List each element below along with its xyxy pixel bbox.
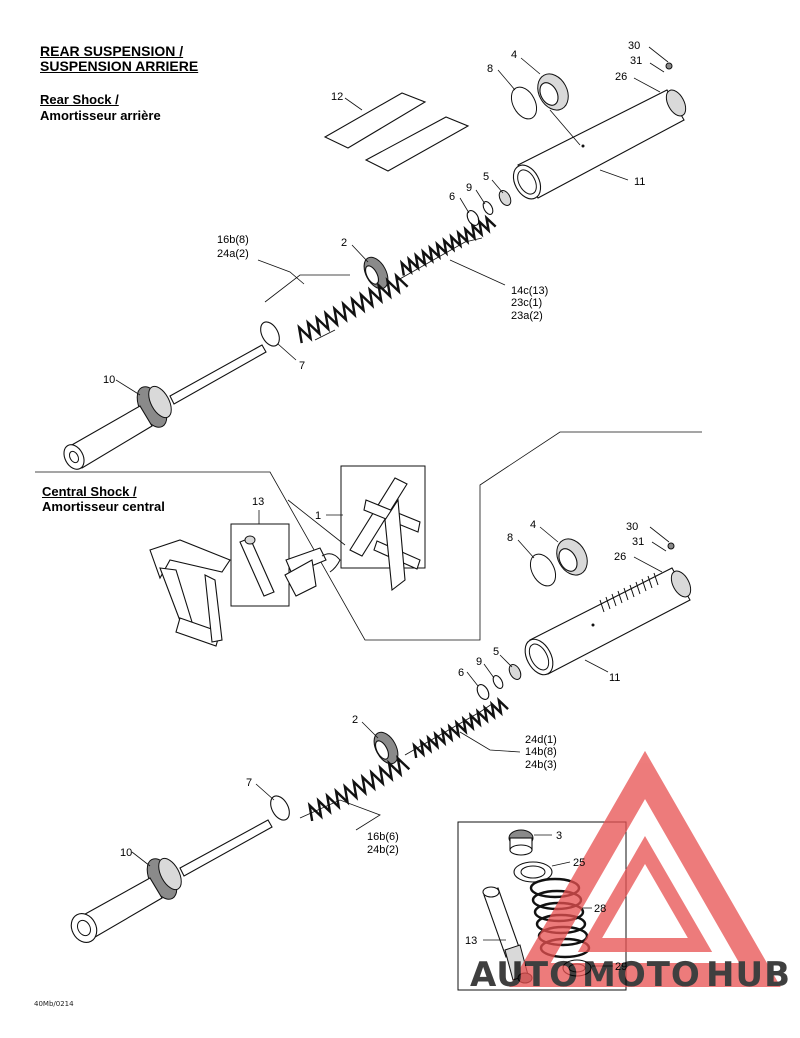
washers-5-9-6-central xyxy=(476,664,522,700)
central-shock-heading-fr: Amortisseur central xyxy=(42,499,165,514)
ring-25 xyxy=(513,861,553,883)
decal-12 xyxy=(323,92,470,172)
shock-body-11 xyxy=(512,89,687,200)
label-23c-1: 23c(1) xyxy=(511,297,542,309)
label-2-central: 2 xyxy=(352,714,358,726)
label-24b-2: 24b(2) xyxy=(367,844,399,856)
label-28: 28 xyxy=(594,903,606,915)
label-24b-3: 24b(3) xyxy=(525,759,557,771)
washer-7 xyxy=(260,321,280,347)
label-26-central: 26 xyxy=(614,551,626,563)
label-8: 8 xyxy=(487,63,493,75)
rear-shock-assembly xyxy=(63,46,687,470)
label-7-central: 7 xyxy=(246,777,252,789)
title-fr: SUSPENSION ARRIERE xyxy=(40,58,199,74)
label-25: 25 xyxy=(573,857,585,869)
rear-part-labels: 30 31 26 4 8 12 11 5 9 6 2 16b(8) 24a(2)… xyxy=(103,40,645,386)
label-5: 5 xyxy=(483,171,489,183)
watermark-text-hub: HUB xyxy=(706,955,791,995)
washer-7-central xyxy=(270,795,290,821)
title-en: REAR SUSPENSION / xyxy=(40,43,184,59)
label-14b-8: 14b(8) xyxy=(525,746,557,758)
label-12: 12 xyxy=(331,91,343,103)
central-part-labels: 1 13 30 31 26 4 8 11 5 9 6 2 24d(1) 14b(… xyxy=(120,496,644,859)
piston-2 xyxy=(363,256,389,290)
label-5-central: 5 xyxy=(493,646,499,658)
label-10: 10 xyxy=(103,374,115,386)
label-11: 11 xyxy=(634,176,645,188)
ring-4 xyxy=(537,73,569,111)
rear-leader-lines xyxy=(115,46,669,396)
o-ring-8 xyxy=(510,86,538,120)
label-10-central: 10 xyxy=(120,847,132,859)
central-shock-assembly xyxy=(70,465,692,943)
label-16b-6: 16b(6) xyxy=(367,831,399,843)
label-31: 31 xyxy=(630,55,642,67)
bolt-30 xyxy=(665,62,673,70)
label-11-central: 11 xyxy=(609,672,620,684)
spring-stack-16b-central xyxy=(307,755,411,822)
label-4-central: 4 xyxy=(530,519,536,531)
watermark-text-moto: MOTO xyxy=(582,955,701,995)
watermark-triangle-logo xyxy=(509,750,781,987)
label-30: 30 xyxy=(628,40,640,52)
label-14c-13: 14c(13) xyxy=(511,285,548,297)
spring-stack-14c xyxy=(399,214,497,276)
autohub-watermark: AUTO MOTO HUB xyxy=(470,750,791,995)
spring-stack-16b xyxy=(297,272,409,344)
label-3: 3 xyxy=(556,830,562,842)
label-24d-1: 24d(1) xyxy=(525,734,557,746)
label-1: 1 xyxy=(315,510,321,522)
ring-4-central xyxy=(556,538,588,576)
spring-stack-14b xyxy=(412,697,509,759)
piston-2-central xyxy=(373,731,399,765)
central-shock-heading: Central Shock / xyxy=(42,484,137,499)
central-leader-lines xyxy=(131,510,670,867)
label-26: 26 xyxy=(615,71,627,83)
shock-body-11-central xyxy=(524,567,692,676)
label-8-central: 8 xyxy=(507,532,513,544)
label-13: 13 xyxy=(252,496,264,508)
location-sketch xyxy=(149,465,426,647)
label-6: 6 xyxy=(449,191,455,203)
label-9-central: 9 xyxy=(476,656,482,668)
label-13-inset: 13 xyxy=(465,935,477,947)
shaft-10-central xyxy=(70,819,273,943)
label-30-central: 30 xyxy=(626,521,638,533)
bolt-30-central xyxy=(667,542,675,550)
label-9: 9 xyxy=(466,182,472,194)
shaft-10 xyxy=(63,344,267,470)
o-ring-8-central xyxy=(529,553,557,587)
label-31-central: 31 xyxy=(632,536,644,548)
section-divider-lines xyxy=(35,431,702,641)
drawing-code: 40Mb/0214 xyxy=(34,1000,74,1008)
label-7: 7 xyxy=(299,360,305,372)
watermark-text-auto: AUTO xyxy=(470,955,579,995)
label-24a-2: 24a(2) xyxy=(217,248,249,260)
rear-shock-heading: Rear Shock / xyxy=(40,92,119,107)
label-2: 2 xyxy=(341,237,347,249)
rear-shock-heading-fr: Amortisseur arrière xyxy=(40,108,161,123)
label-4: 4 xyxy=(511,49,517,61)
cap-3 xyxy=(508,829,534,856)
label-6-central: 6 xyxy=(458,667,464,679)
label-23a-2: 23a(2) xyxy=(511,310,543,322)
label-29: 29 xyxy=(615,961,627,973)
washers-5-9-6 xyxy=(466,190,512,226)
inset-part-labels: 3 25 28 13 29 xyxy=(465,830,627,973)
label-16b-8: 16b(8) xyxy=(217,234,249,246)
